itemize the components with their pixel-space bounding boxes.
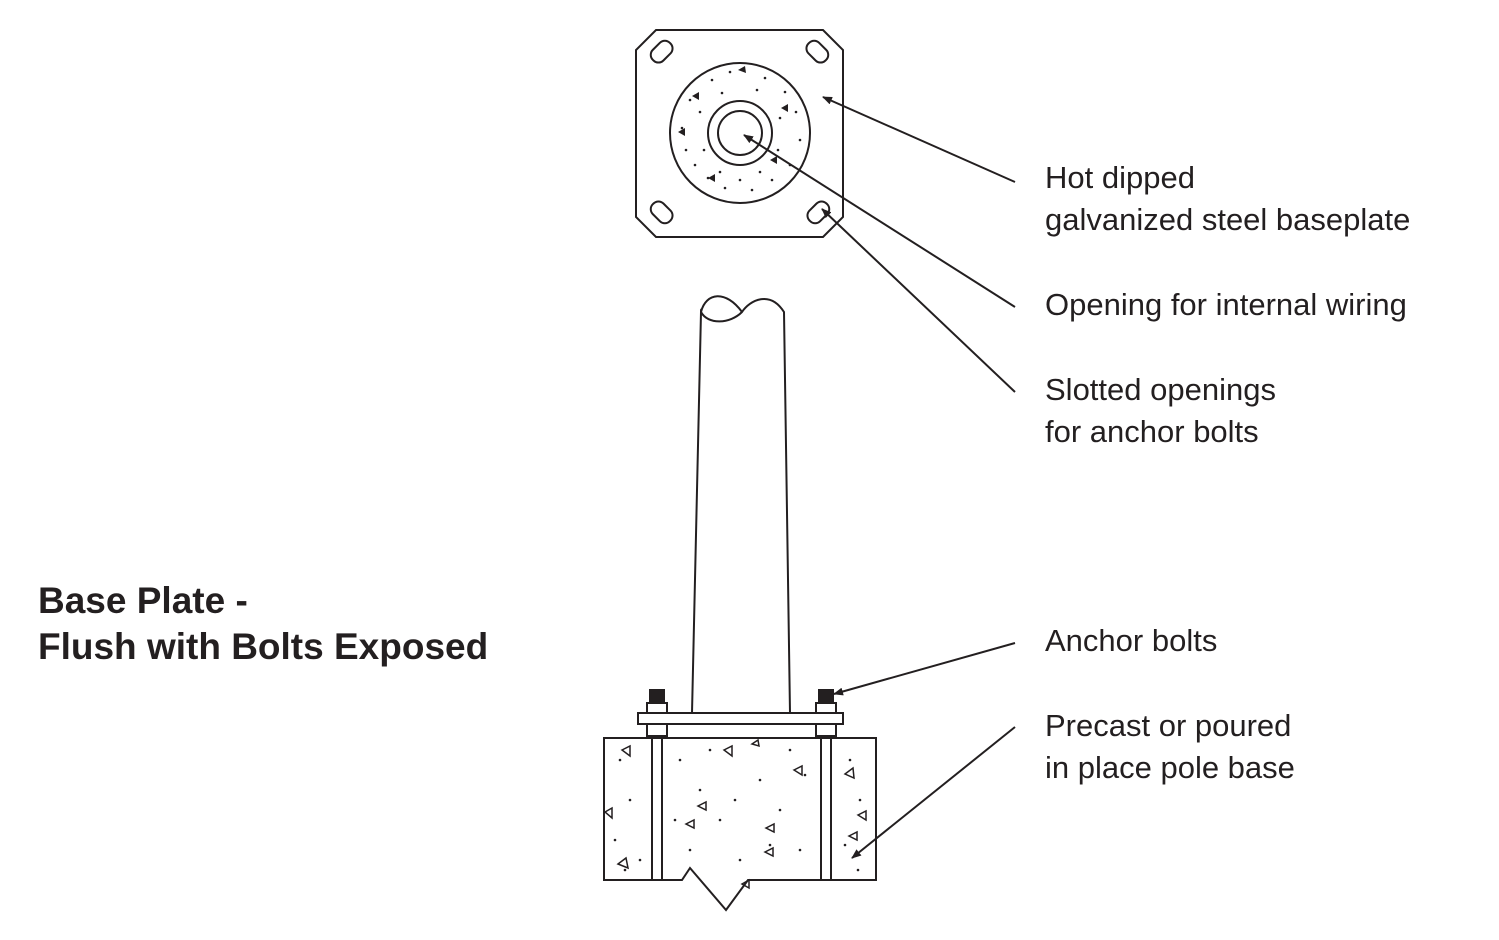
anchor-bolt-left (646, 689, 668, 880)
slot-bottom-right (806, 200, 831, 225)
pole-shaft (691, 298, 791, 714)
slotted-openings (649, 39, 831, 225)
title-line-2: Flush with Bolts Exposed (38, 626, 489, 667)
concrete-texture-plan (678, 66, 802, 192)
callout-slots-line-2: for anchor bolts (1045, 414, 1259, 449)
anchor-bolt-right (815, 689, 837, 880)
callout-baseplate-line-2: galvanized steel baseplate (1045, 202, 1411, 237)
wiring-opening (717, 110, 763, 156)
pole-elevation (691, 295, 791, 714)
diagram-title: Base Plate - Flush with Bolts Exposed (38, 578, 488, 670)
baseplate-plan-view (635, 29, 844, 238)
concrete-pole-base (603, 737, 877, 912)
leader-baseplate (822, 96, 1016, 183)
callout-base: Precast or poured in place pole base (1045, 705, 1295, 789)
pole-ring-outer (707, 100, 773, 166)
leader-anchor (833, 642, 1016, 696)
baseplate-side (637, 712, 844, 725)
slot-top-left (649, 39, 674, 64)
callout-base-line-1: Precast or poured (1045, 708, 1292, 743)
callout-baseplate-line-1: Hot dipped (1045, 160, 1195, 195)
callout-base-line-2: in place pole base (1045, 750, 1295, 785)
callout-slots: Slotted openings for anchor bolts (1045, 369, 1276, 453)
concrete-outline (603, 737, 877, 912)
callout-anchor: Anchor bolts (1045, 620, 1217, 662)
leader-base (851, 726, 1016, 859)
leader-slots (821, 208, 1016, 393)
title-line-1: Base Plate - (38, 580, 248, 621)
slot-top-right (805, 39, 830, 64)
callout-anchor-line-1: Anchor bolts (1045, 623, 1218, 658)
pole-break-curve (700, 295, 743, 313)
callout-baseplate: Hot dipped galvanized steel baseplate (1045, 157, 1410, 241)
baseplate-elevation (637, 689, 844, 880)
baseplate-outline (635, 29, 844, 238)
leader-lines (743, 96, 1016, 859)
concrete-texture-base (603, 738, 867, 890)
callout-wiring-line-1: Opening for internal wiring (1045, 287, 1407, 322)
concrete-base-circle (669, 62, 811, 204)
slot-bottom-left (649, 200, 674, 225)
callout-wiring: Opening for internal wiring (1045, 284, 1407, 326)
callout-slots-line-1: Slotted openings (1045, 372, 1276, 407)
leader-wiring (743, 134, 1016, 308)
